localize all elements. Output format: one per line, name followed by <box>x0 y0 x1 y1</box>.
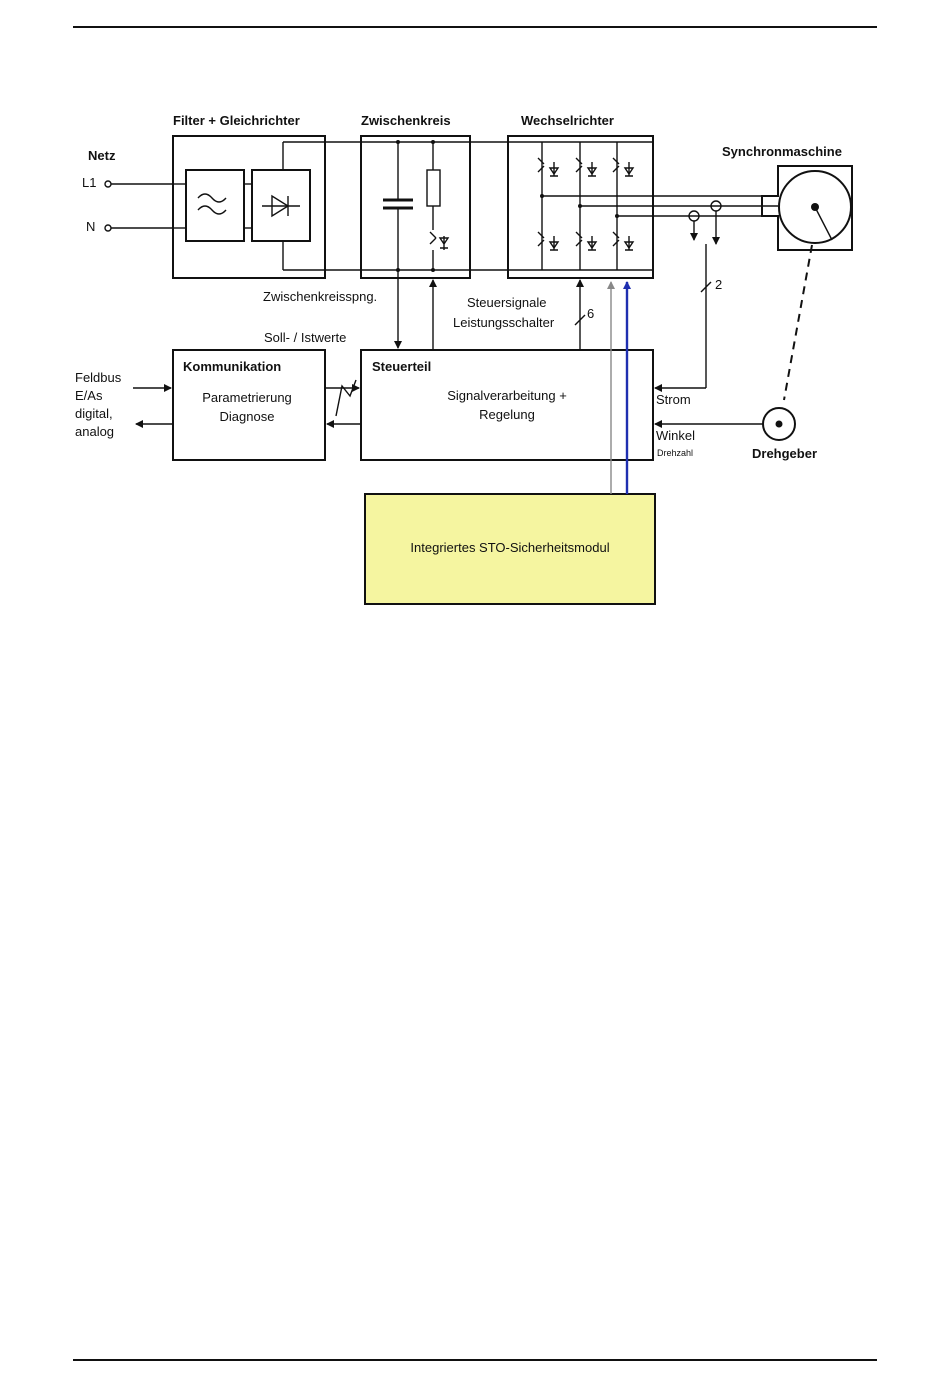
kommunikation-line1: Parametrierung <box>202 390 292 405</box>
feldbus-line3: digital, <box>75 406 113 421</box>
filter-title: Filter + Gleichrichter <box>173 113 300 128</box>
wechselrichter-title: Wechselrichter <box>521 113 614 128</box>
igbt-bridge-icon <box>537 142 653 270</box>
l1-label: L1 <box>82 175 96 190</box>
filter-rectifier-block <box>172 135 326 279</box>
encoder-shaft <box>783 244 813 401</box>
netz-label: Netz <box>88 148 116 163</box>
steuersignale-label: Steuersignale <box>467 295 547 310</box>
six-label: 6 <box>587 306 594 321</box>
motor-housing <box>761 165 853 251</box>
steuerteil-title: Steuerteil <box>372 359 431 374</box>
kommunikation-line2: Diagnose <box>220 409 275 424</box>
filter-box <box>185 169 245 242</box>
filter-icon <box>197 193 227 215</box>
zwischenkreisspng-label: Zwischenkreisspng. <box>263 289 377 304</box>
diode-icon <box>262 194 300 218</box>
n-terminal <box>104 224 112 232</box>
brake-resistor-icon <box>426 140 450 272</box>
steuerteil-line1: Signalverarbeitung + <box>447 388 567 403</box>
current-sensor-icon <box>688 200 722 245</box>
n-label: N <box>86 219 95 234</box>
dc-link-block <box>360 135 471 279</box>
sto-module-block <box>364 493 656 605</box>
drehgeber-label: Drehgeber <box>752 446 817 461</box>
zwischenkreis-title: Zwischenkreis <box>361 113 451 128</box>
rectifier-box <box>251 169 311 242</box>
feldbus-line4: analog <box>75 424 114 439</box>
sollistwerte-label: Soll- / Istwerte <box>264 330 346 345</box>
capacitor-icon <box>383 140 413 272</box>
communication-block <box>172 349 326 461</box>
l1-terminal <box>104 180 112 188</box>
winkel-label: Winkel <box>656 428 695 443</box>
feldbus-line2: E/As <box>75 388 103 403</box>
sto-label: Integriertes STO-Sicherheitsmodul <box>410 540 609 555</box>
motor-icon <box>778 170 852 244</box>
steuerteil-line2: Regelung <box>479 407 535 422</box>
drehzahl-label: Drehzahl <box>657 448 693 458</box>
two-label: 2 <box>715 277 722 292</box>
control-block <box>360 349 654 461</box>
strom-label: Strom <box>656 392 691 407</box>
leistungsschalter-label: Leistungsschalter <box>453 315 555 330</box>
feldbus-line1: Feldbus <box>75 370 122 385</box>
kommunikation-title: Kommunikation <box>183 359 281 374</box>
synchronmaschine-title: Synchronmaschine <box>722 144 842 159</box>
